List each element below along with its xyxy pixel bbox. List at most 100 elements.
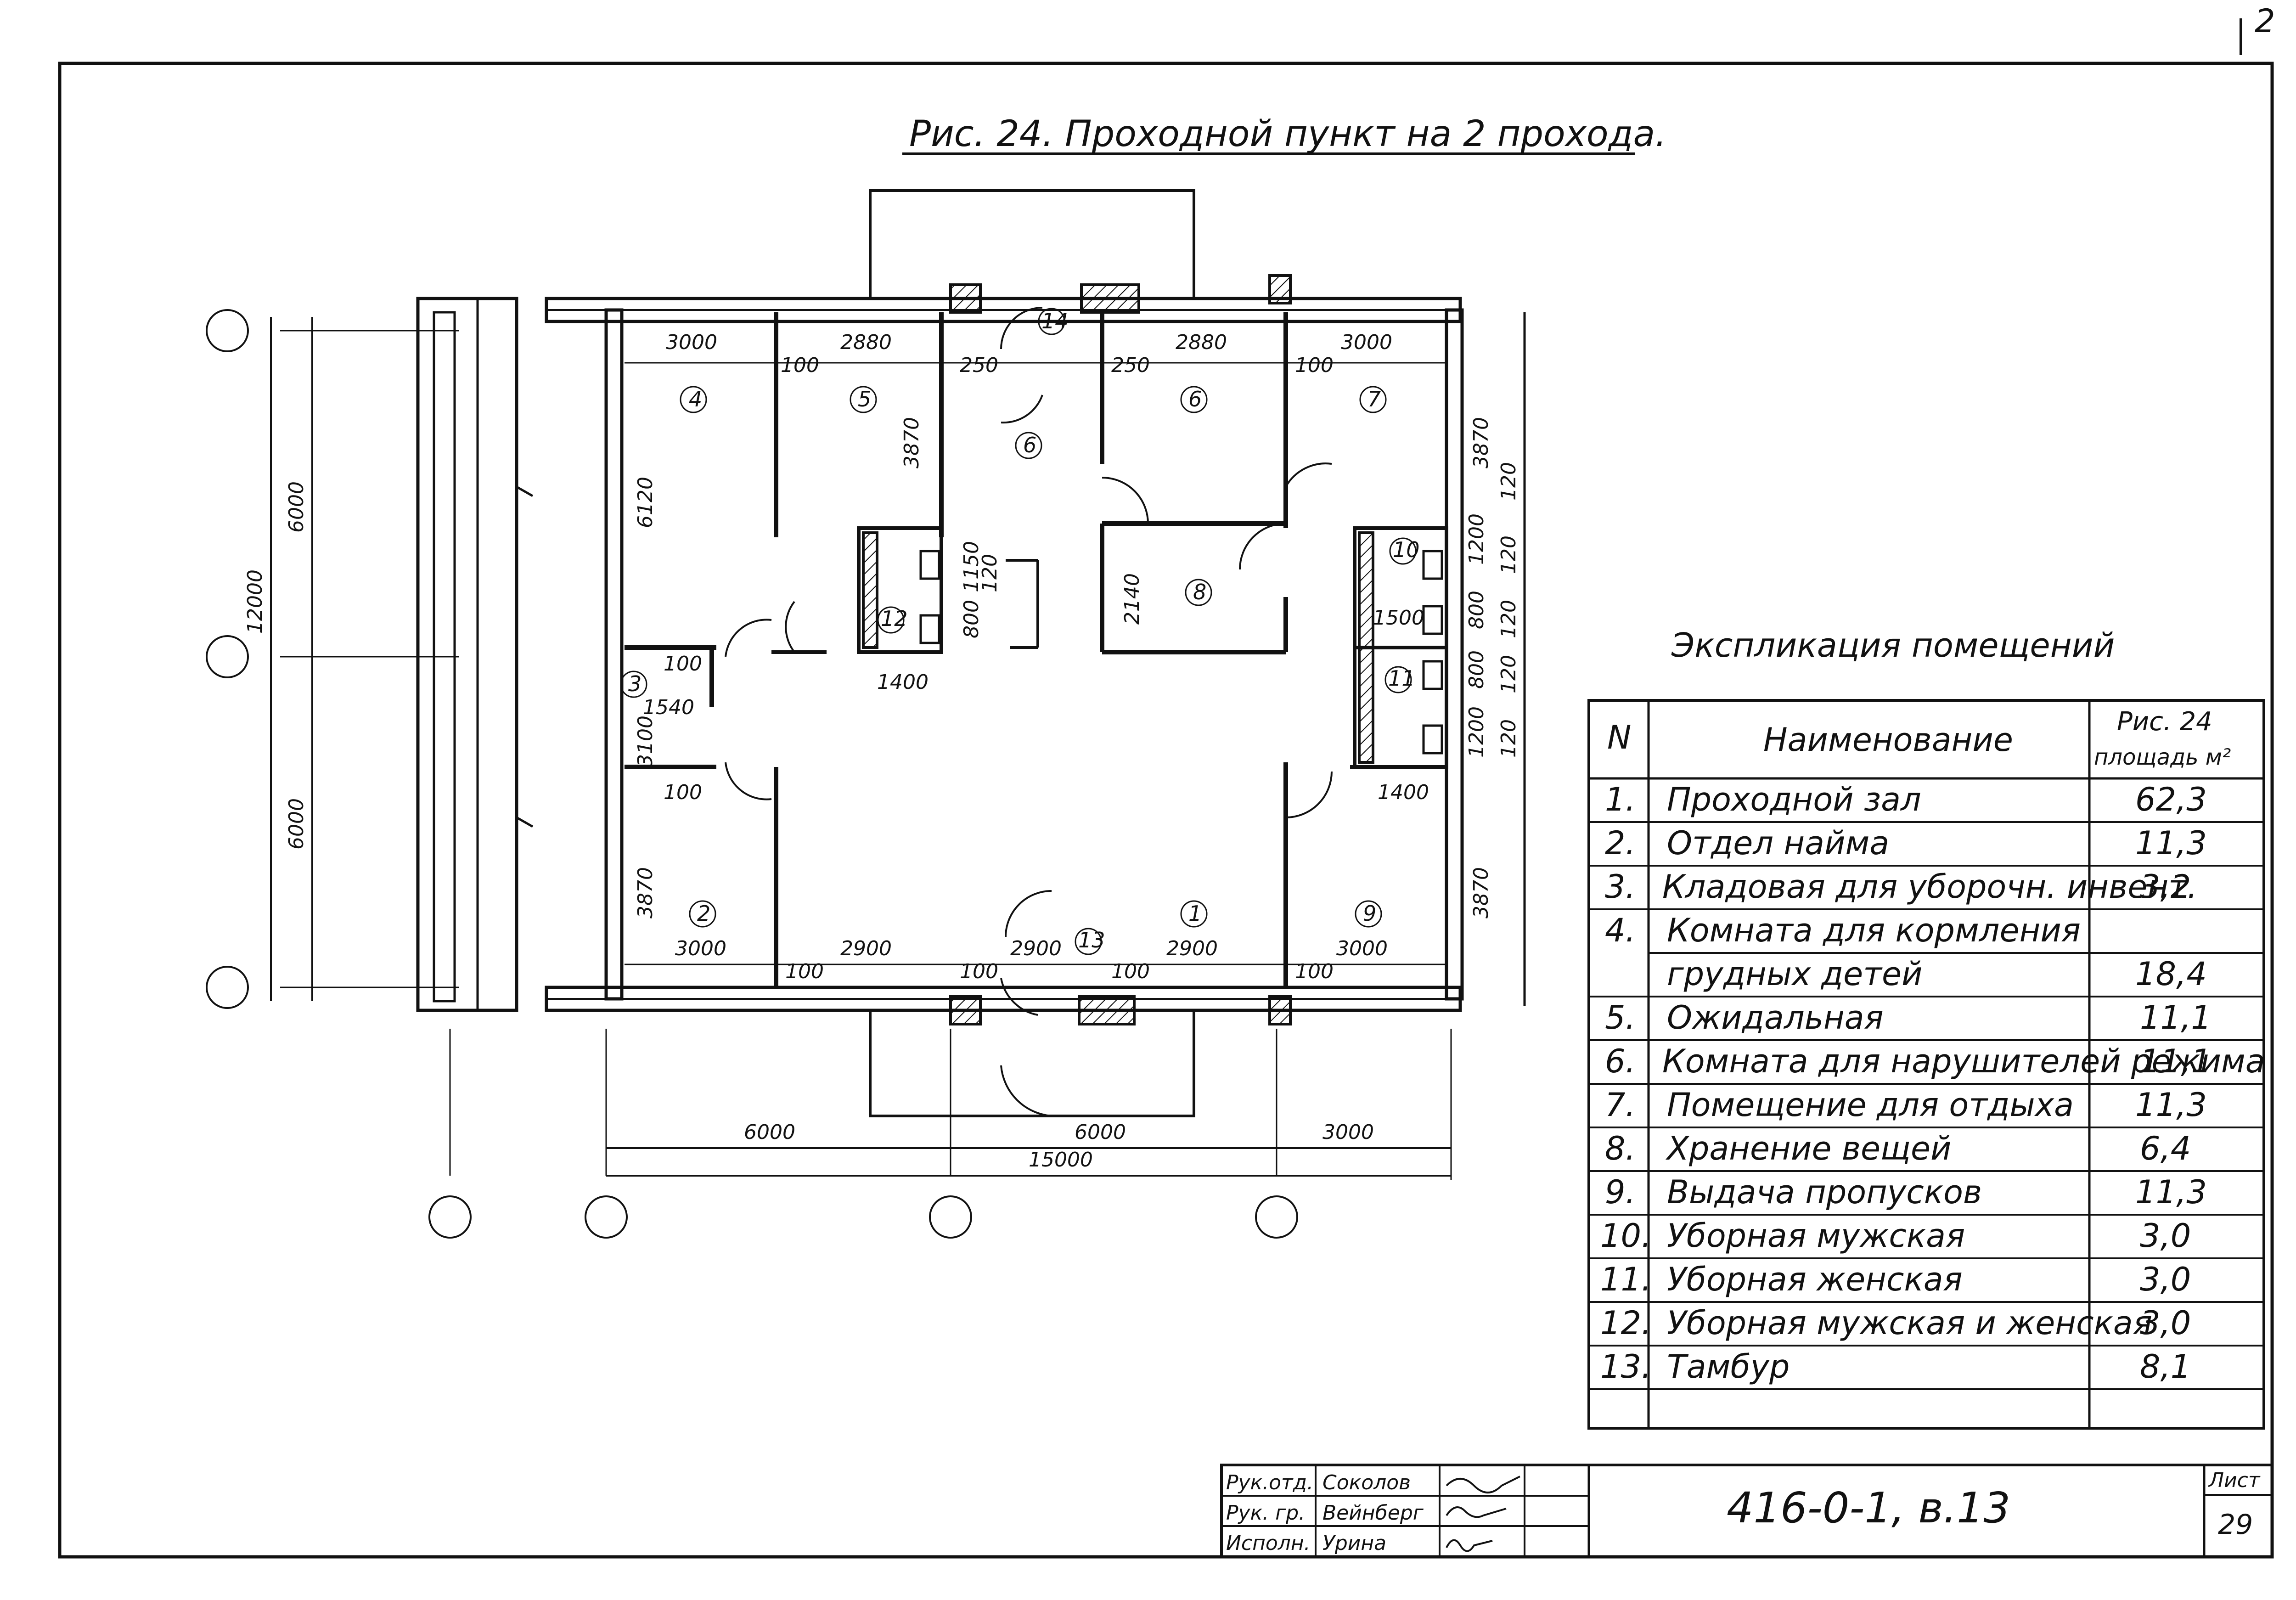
row-area: 3,0 (2140, 1261, 2191, 1298)
dim-top-1: 3000 (666, 331, 717, 354)
floor-plan: 4 5 6 14 6 7 8 12 10 11 3 2 1 9 (206, 189, 1526, 1239)
explication: Экспликация помещений N Наименование Рис… (1587, 626, 2265, 1430)
table-row: 1. Проходной зал 62,3 (1605, 781, 2207, 818)
room-2: 2 (697, 901, 710, 926)
name-2: Вейнберг (1322, 1501, 1424, 1525)
row-name: Ожидальная (1667, 999, 1884, 1037)
dim-120-e: 120 (1497, 655, 1520, 693)
room-7: 7 (1367, 387, 1381, 411)
dim-100-f: 100 (1295, 960, 1334, 983)
row-number: 12. (1600, 1304, 1651, 1342)
row-area: 6,4 (2140, 1130, 2191, 1167)
dim-2140: 2140 (1120, 573, 1144, 625)
dim-1200-b: 1200 (1465, 706, 1488, 758)
title-text: Рис. 24. Проходной пункт на 2 прохода. (909, 113, 1666, 155)
dim-1400-b: 1400 (1378, 781, 1429, 804)
dim-axis-3: 3000 (1322, 1121, 1374, 1144)
dim-total: 15000 (1029, 1148, 1093, 1172)
name-1: Соколов (1322, 1471, 1411, 1494)
row-area: 11,3 (2135, 1173, 2207, 1211)
row-name: Комната для кормления (1667, 912, 2081, 949)
title-block: Рук.отд. Рук. гр. Исполн. Соколов Вейнбе… (1220, 1464, 2273, 1558)
room-10: 10 (1393, 537, 1420, 562)
dim-bottom-inner-5: 3000 (1336, 937, 1388, 960)
dim-left-2: 6000 (285, 798, 308, 850)
dim-top-3: 2880 (1176, 331, 1227, 354)
row-number: 3. (1605, 868, 1636, 906)
dim-bottom-inner-1: 3000 (675, 937, 726, 960)
role-1: Рук.отд. (1226, 1471, 1313, 1494)
corner-mark: 2 (2255, 2, 2275, 40)
name-3: Урина (1322, 1532, 1386, 1555)
col-header-area-1: Рис. 24 (2117, 707, 2212, 737)
row-number: 9. (1605, 1173, 1636, 1211)
row-name: Уборная женская (1667, 1261, 1963, 1298)
row-area: 3,0 (2140, 1304, 2191, 1342)
dim-100-g: 100 (664, 652, 702, 676)
dim-top-2: 2880 (840, 331, 892, 354)
dim-120-c: 120 (1497, 535, 1520, 574)
table-row: 11. Уборная женская 3,0 (1600, 1261, 2191, 1298)
room-12: 12 (881, 606, 908, 631)
room-11: 11 (1388, 666, 1415, 691)
sheet-label: Лист (2208, 1469, 2261, 1492)
dim-1150: 1150 (960, 541, 983, 592)
row-name: Уборная мужская и женская (1667, 1304, 2152, 1342)
room-1: 1 (1188, 901, 1202, 926)
table-row: 4. Комната для кормления (1605, 912, 2081, 949)
room-9: 9 (1363, 901, 1376, 926)
dim-100-e: 100 (1111, 960, 1150, 983)
dim-3870-c: 3870 (634, 867, 657, 918)
row-number: 2. (1605, 824, 1636, 862)
row-name: Отдел найма (1667, 824, 1889, 862)
room-8: 8 (1193, 580, 1206, 604)
row-area: 62,3 (2135, 781, 2207, 818)
dim-120-d: 120 (1497, 600, 1520, 638)
dim-left-1: 6000 (285, 481, 308, 533)
dim-1540: 1540 (643, 696, 694, 719)
dim-800-b: 800 (1465, 591, 1488, 629)
dim-100-d: 100 (960, 960, 998, 983)
table-row: 7. Помещение для отдыха 11,3 (1605, 1086, 2207, 1124)
dim-axis-1: 6000 (744, 1121, 795, 1144)
room-5: 5 (858, 387, 871, 411)
row-name: Проходной зал (1667, 781, 1921, 818)
table-row: 6. Комната для нарушителей режима 11,1 (1605, 1042, 2265, 1080)
room-13: 13 (1078, 928, 1105, 952)
table-row: 3. Кладовая для уборочн. инвент. 3,2 (1605, 868, 2197, 906)
room-14: 14 (1041, 309, 1069, 333)
row-name: Кладовая для уборочн. инвент. (1662, 868, 2197, 906)
signature-2 (1446, 1506, 1507, 1518)
dim-1500: 1500 (1373, 606, 1424, 630)
dim-bottom-inner-3: 2900 (1010, 937, 1062, 960)
dim-3870-a: 3870 (900, 417, 923, 468)
room-6-detention: 6 (1023, 433, 1036, 457)
dim-250-b: 250 (1111, 354, 1150, 377)
dim-120-a: 120 (978, 554, 1002, 592)
explication-heading: Экспликация помещений (1671, 626, 2115, 665)
row-area: 11,3 (2135, 1086, 2207, 1124)
sheet-frame: 2 (58, 2, 2275, 1559)
row-name: Хранение вещей (1665, 1130, 1952, 1167)
dim-1200-a: 1200 (1465, 513, 1488, 565)
row-number: 1. (1605, 781, 1636, 818)
col-header-area-2: площадь м² (2094, 744, 2231, 770)
role-3: Исполн. (1226, 1532, 1311, 1555)
row-area: 11,1 (2140, 1042, 2212, 1080)
dim-800-a: 800 (960, 600, 983, 638)
dim-120-b: 120 (1497, 462, 1520, 501)
row-name: Тамбур (1667, 1348, 1790, 1386)
drawing-code: 416-0-1, в.13 (1727, 1483, 2010, 1532)
sheet-number: 29 (2218, 1509, 2253, 1541)
signature-1 (1446, 1476, 1520, 1493)
row-area: 11,1 (2140, 999, 2212, 1037)
row-name: Помещение для отдыха (1667, 1086, 2074, 1124)
room-markers: 4 5 6 14 6 7 8 12 10 11 3 2 1 9 (620, 308, 1420, 955)
row-number: 5. (1605, 999, 1636, 1037)
row-area: 11,3 (2135, 824, 2207, 862)
row-name: грудных детей (1667, 955, 1923, 993)
table-row: 2. Отдел найма 11,3 (1605, 824, 2207, 862)
dim-3870-b: 3870 (1469, 417, 1493, 468)
dim-6120: 6120 (634, 477, 657, 528)
